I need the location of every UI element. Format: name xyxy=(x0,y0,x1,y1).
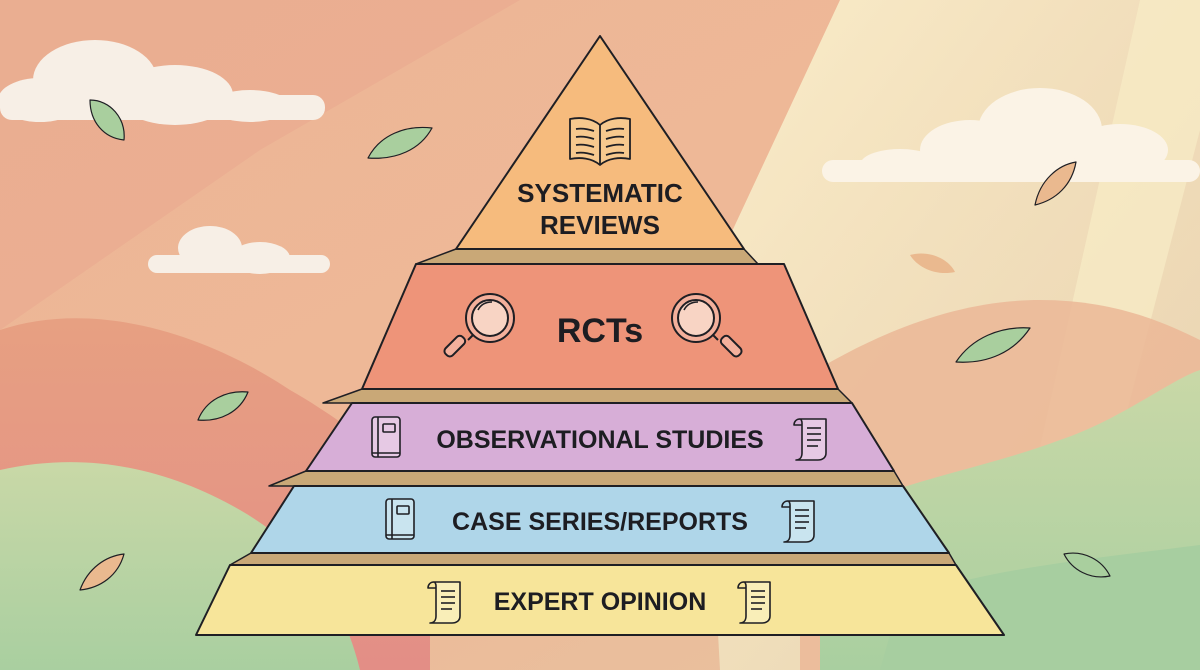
leaf-green-1 xyxy=(89,99,125,141)
tier-label: RCTs xyxy=(557,312,643,350)
pyramid-tier-expert-opinion: EXPERT OPINION xyxy=(195,564,1005,636)
tier-label: OBSERVATIONAL STUDIES xyxy=(436,426,763,454)
book-icon xyxy=(385,498,415,540)
pyramid-tier-rcts: RCTs xyxy=(361,263,839,390)
tier-shape xyxy=(250,485,950,554)
leaf-orange-2 xyxy=(910,253,955,274)
leaf-green-4 xyxy=(197,391,249,421)
scroll-icon-left xyxy=(427,581,461,624)
tier-gap-shading xyxy=(229,248,957,566)
leaf-green-5 xyxy=(1063,552,1111,578)
right-bottom-hill xyxy=(880,545,1200,670)
tier-label-line-2: REVIEWS xyxy=(540,210,660,240)
leaf-green-3 xyxy=(955,327,1031,363)
leaf-green-2 xyxy=(367,126,433,159)
magnifying-glass-icon-right xyxy=(671,293,743,358)
pyramid-tier-observational-studies: OBSERVATIONAL STUDIES xyxy=(305,402,895,472)
cloud-top-right xyxy=(822,88,1200,182)
open-book-icon xyxy=(569,117,631,166)
leaf-orange-1 xyxy=(1034,161,1077,206)
pyramid-tier-systematic-reviews: SYSTEMATIC REVIEWS xyxy=(455,35,745,250)
scroll-icon-right xyxy=(737,581,771,624)
tier-label: CASE SERIES/REPORTS xyxy=(452,508,748,536)
cloud-top-left xyxy=(0,40,325,125)
tier-label: EXPERT OPINION xyxy=(494,588,707,616)
pyramid-tier-case-series-reports: CASE SERIES/REPORTS xyxy=(250,485,950,554)
scroll-icon xyxy=(781,500,815,543)
tier-label-line-1: SYSTEMATIC xyxy=(517,178,683,208)
cloud-middle-left xyxy=(148,226,330,274)
scroll-icon xyxy=(793,418,827,461)
magnifying-glass-icon-left xyxy=(443,293,515,358)
tier-shape xyxy=(305,402,895,472)
tier-shape xyxy=(195,564,1005,636)
leaf-orange-3 xyxy=(79,553,125,591)
book-icon xyxy=(371,416,401,458)
